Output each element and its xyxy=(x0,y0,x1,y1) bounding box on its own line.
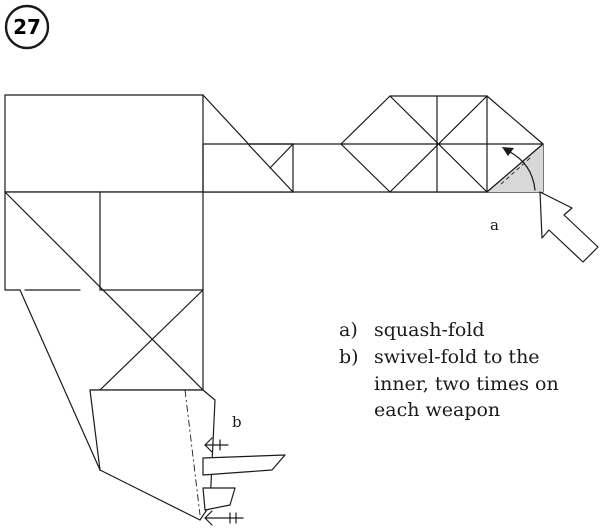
model-outline xyxy=(4,94,544,501)
instruction-b-line-2: inner, two times on xyxy=(374,373,559,395)
instruction-b-line-3: each weapon xyxy=(374,399,500,421)
instruction-a-marker: a) xyxy=(339,319,358,341)
label-b: b xyxy=(232,413,242,431)
curved-arrow xyxy=(502,147,536,191)
instructions: a) squash-fold b) swivel-fold to the inn… xyxy=(339,319,559,421)
crease-lines xyxy=(4,94,544,391)
squash-flap xyxy=(486,143,544,193)
label-a: a xyxy=(490,216,499,234)
step-badge: 27 xyxy=(4,4,50,50)
instruction-b-line-1: swivel-fold to the xyxy=(374,346,540,368)
weapon-fins xyxy=(89,389,286,521)
swivel-arrows xyxy=(204,437,244,526)
step-number: 27 xyxy=(13,15,41,39)
push-arrow-icon xyxy=(539,191,599,263)
instruction-b-marker: b) xyxy=(339,346,359,368)
instruction-a-line-1: squash-fold xyxy=(374,319,485,341)
